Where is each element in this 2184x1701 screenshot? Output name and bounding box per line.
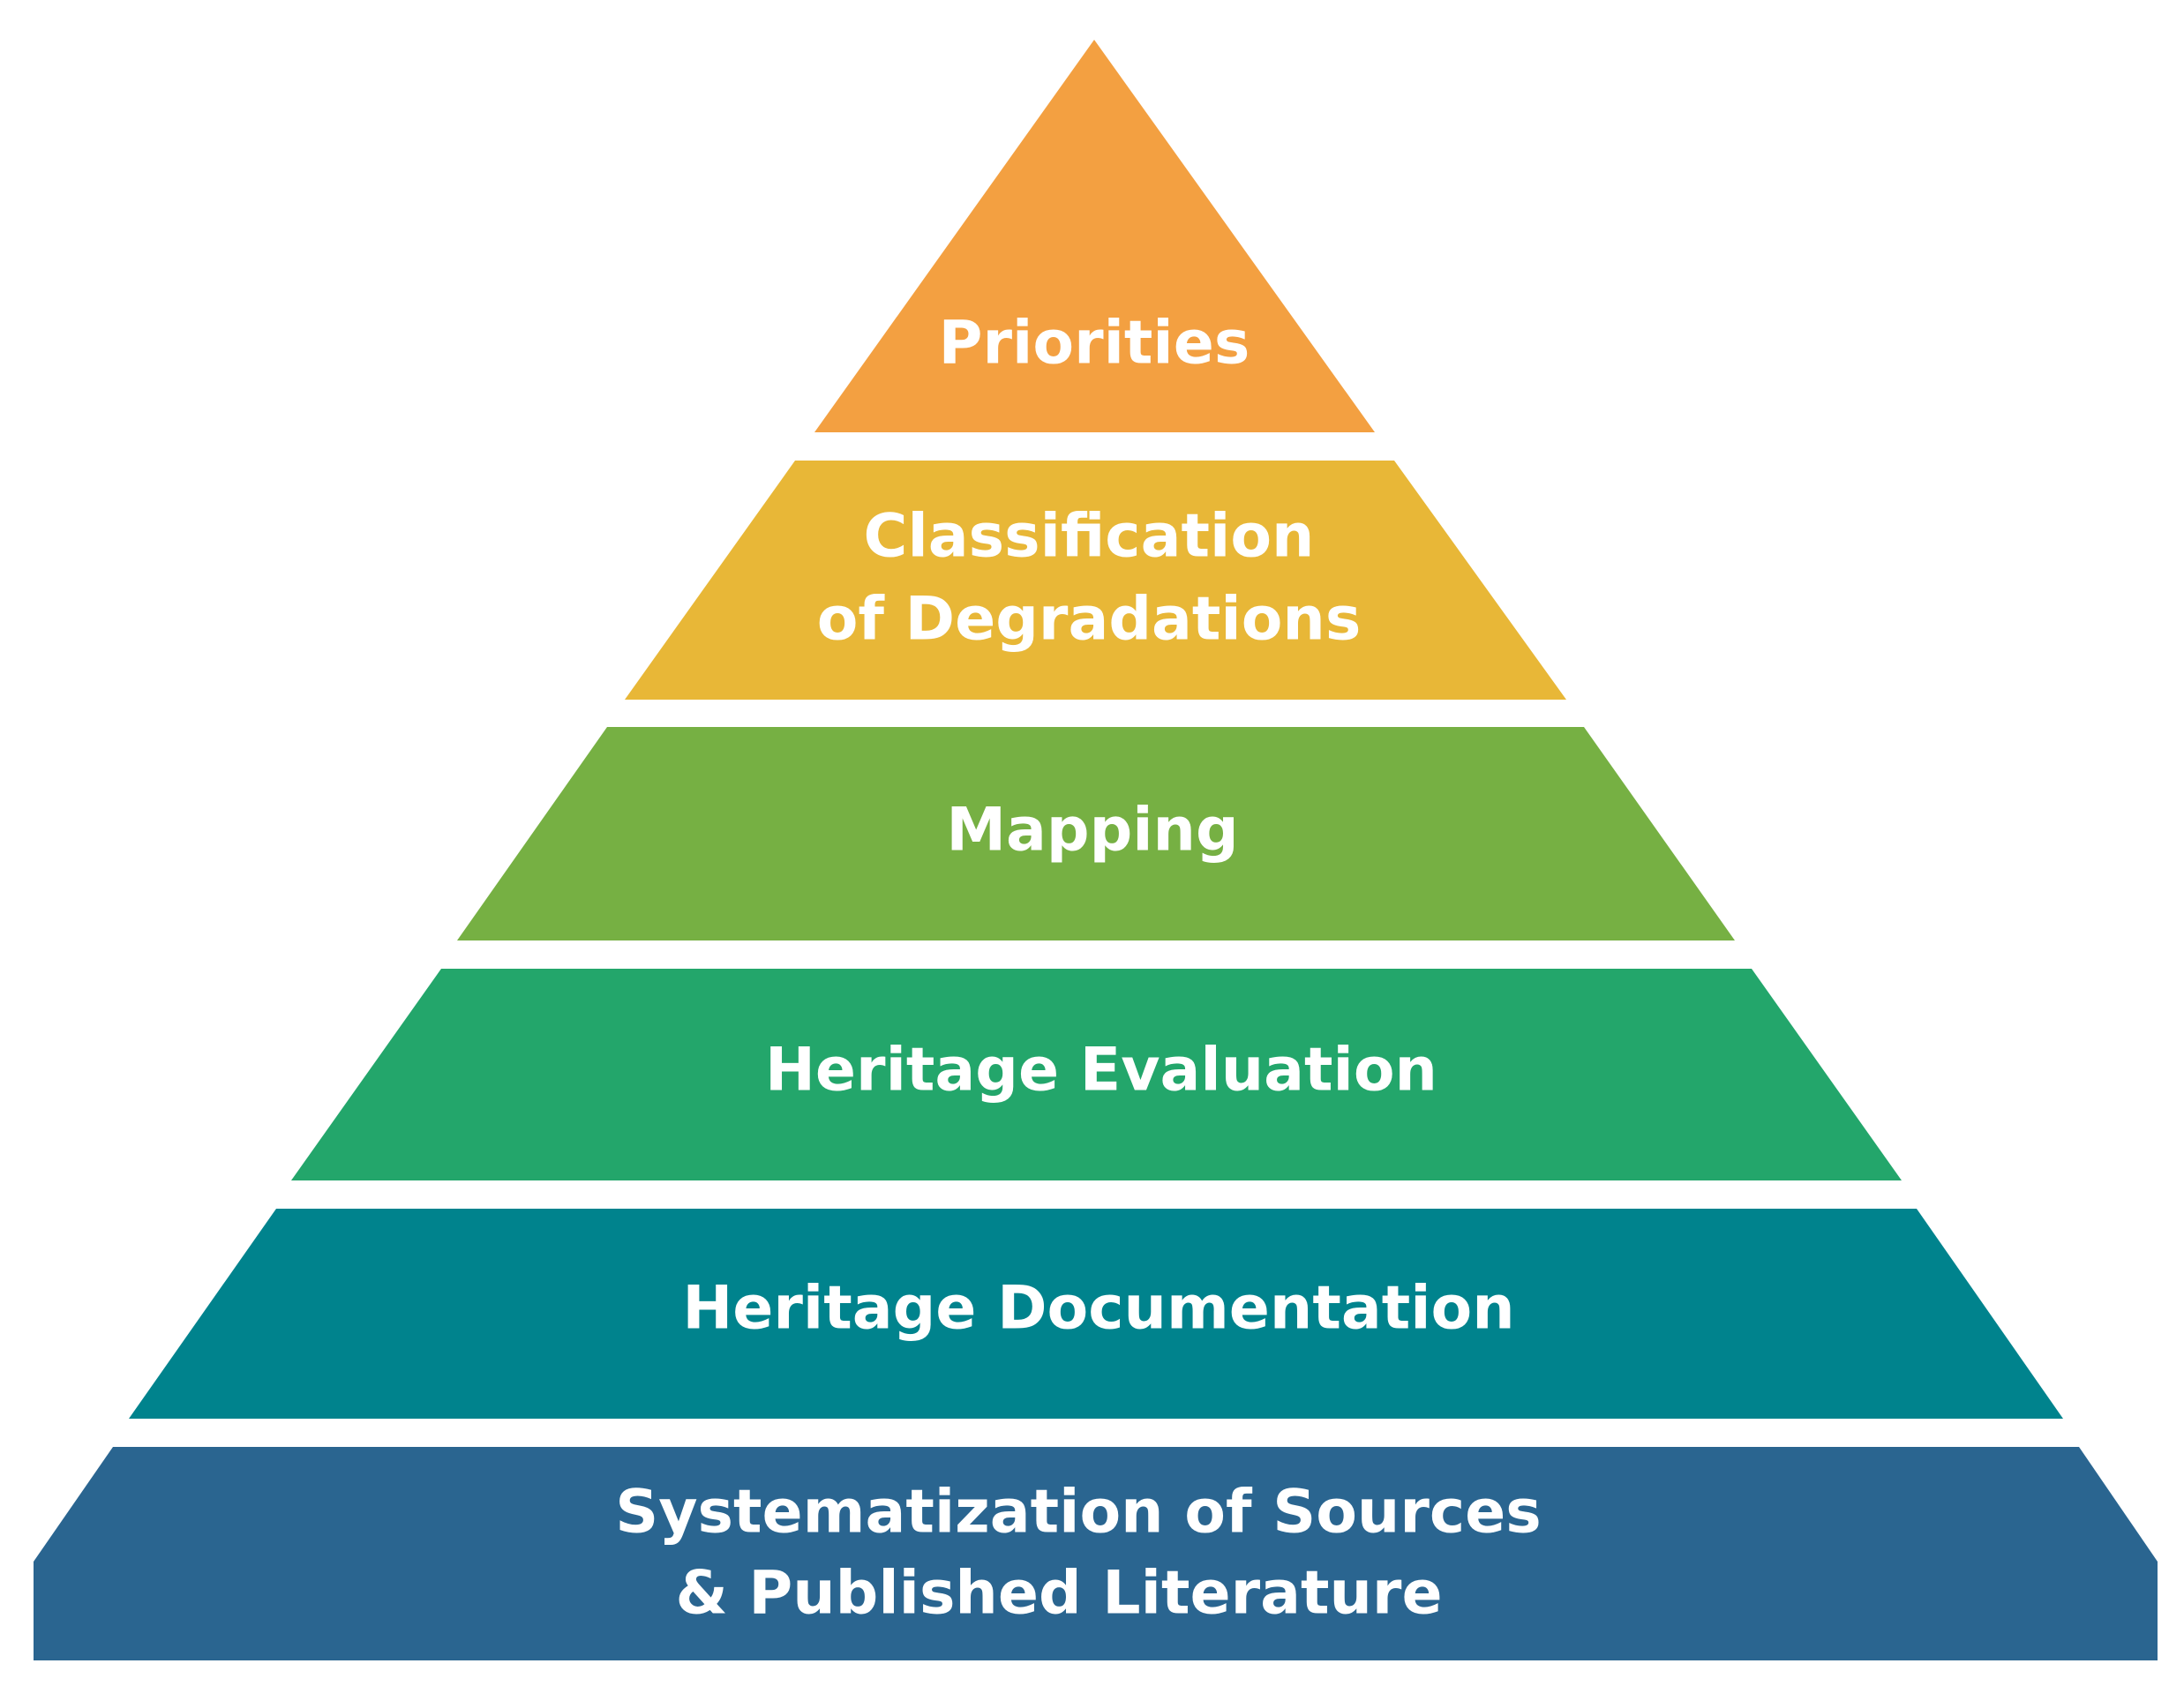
tier-shape: [34, 1447, 2158, 1660]
tier-label-line: Heritage Evaluation: [765, 1036, 1437, 1105]
tier-heritage-documentation: Heritage Documentation: [129, 1209, 2063, 1419]
tier-label-line: of Degradations: [817, 585, 1362, 655]
tier-label-line: Mapping: [946, 796, 1238, 865]
tier-shape: [814, 40, 1375, 432]
tier-label-line: Systematization of Sources: [615, 1478, 1542, 1547]
tier-mapping: Mapping: [457, 727, 1735, 940]
tier-classification-of-degradations: Classification of Degradations: [625, 461, 1566, 700]
tier-shape: [291, 969, 1902, 1180]
tier-label-line: Classification: [864, 502, 1315, 572]
tier-label-line: Priorities: [939, 309, 1250, 378]
tier-label-line: & Published Literature: [675, 1559, 1442, 1629]
tier-label-line: Heritage Documentation: [682, 1274, 1514, 1344]
tier-shape: [129, 1209, 2063, 1419]
tier-systematization-of-sources: Systematization of Sources & Published L…: [34, 1447, 2158, 1660]
tier-shape: [457, 727, 1735, 940]
tier-shape: [625, 461, 1566, 700]
tier-heritage-evaluation: Heritage Evaluation: [291, 969, 1902, 1180]
tier-priorities: Priorities: [814, 40, 1375, 432]
